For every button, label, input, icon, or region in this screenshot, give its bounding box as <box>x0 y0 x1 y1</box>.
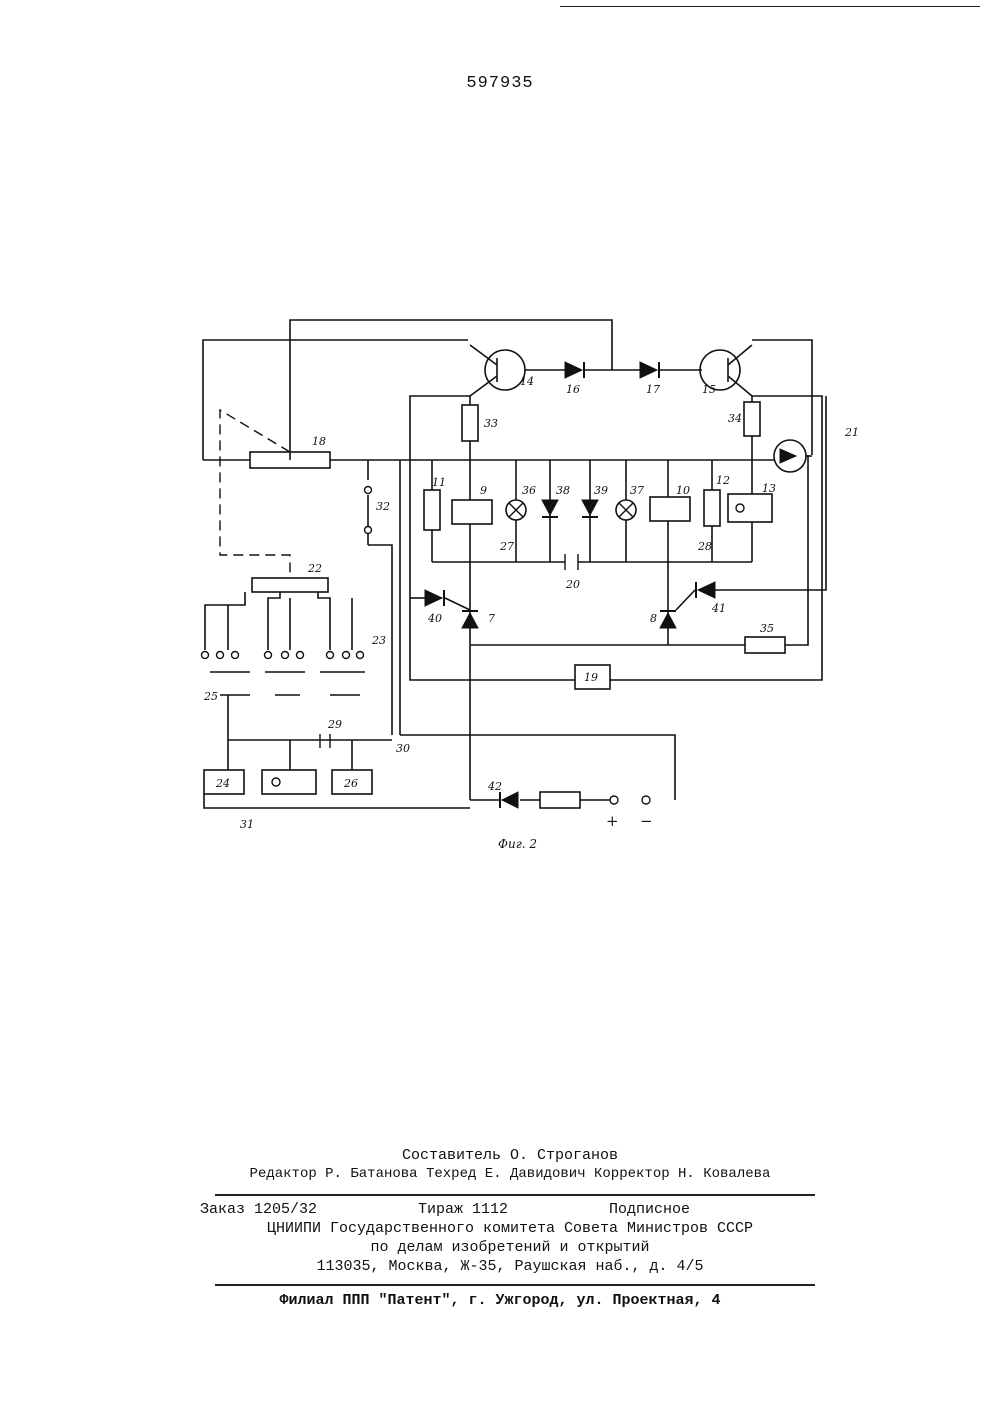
label-35: 35 <box>760 622 774 635</box>
figure-caption: Фиг. 2 <box>498 837 537 851</box>
label-34: 34 <box>728 412 742 425</box>
imprint-details: Заказ 1205/32 Тираж 1112 Подписное ЦНИИП… <box>200 1200 820 1276</box>
label-30: 30 <box>396 742 410 755</box>
rule-top <box>215 1194 815 1196</box>
label-39: 39 <box>594 484 608 497</box>
label-20: 20 <box>565 578 580 591</box>
label-22: 22 <box>307 562 322 575</box>
label-25: 25 <box>203 690 218 703</box>
label-41: 41 <box>711 602 726 615</box>
label-32: 32 <box>376 500 390 513</box>
label-33: 33 <box>484 417 498 430</box>
label-14: 14 <box>520 375 534 388</box>
label-15: 15 <box>702 383 716 396</box>
order-number: Заказ 1205/32 <box>200 1200 317 1219</box>
label-minus: − <box>640 812 653 830</box>
org-line-2: по делам изобретений и открытий <box>200 1238 820 1257</box>
label-17: 17 <box>646 383 660 396</box>
compiler-line: Составитель О. Строганов <box>200 1146 820 1165</box>
label-13: 13 <box>762 482 776 495</box>
label-16: 16 <box>566 383 580 396</box>
label-42: 42 <box>487 780 502 793</box>
label-40: 40 <box>427 612 442 625</box>
label-19: 19 <box>584 671 598 684</box>
label-12: 12 <box>716 474 730 487</box>
subscription: Подписное <box>609 1200 690 1219</box>
imprint-block: Составитель О. Строганов Редактор Р. Бат… <box>200 1146 820 1184</box>
label-26: 26 <box>343 777 358 790</box>
org-line-1: ЦНИИПИ Государственного комитета Совета … <box>200 1219 820 1238</box>
label-28: 28 <box>697 540 712 553</box>
circulation: Тираж 1112 <box>418 1200 508 1219</box>
label-31: 31 <box>240 818 254 831</box>
label-36: 36 <box>522 484 536 497</box>
editors-line: Редактор Р. Батанова Техред Е. Давидович… <box>200 1165 820 1184</box>
order-row: Заказ 1205/32 Тираж 1112 Подписное <box>200 1200 820 1219</box>
label-38: 38 <box>556 484 570 497</box>
label-plus: + <box>606 812 619 830</box>
label-21: 21 <box>844 426 859 439</box>
branch-line: Филиал ППП "Патент", г. Ужгород, ул. Про… <box>0 1292 1000 1309</box>
label-7: 7 <box>488 612 495 625</box>
label-10: 10 <box>676 484 690 497</box>
address-line: 113035, Москва, Ж-35, Раушская наб., д. … <box>200 1257 820 1276</box>
label-23: 23 <box>371 634 386 647</box>
label-9: 9 <box>480 484 487 497</box>
label-29: 29 <box>327 718 342 731</box>
circuit-diagram: 14 16 17 15 18 33 34 21 11 9 36 38 39 37… <box>0 0 1000 900</box>
label-24: 24 <box>215 777 230 790</box>
label-18: 18 <box>312 435 326 448</box>
label-37: 37 <box>630 484 644 497</box>
label-11: 11 <box>432 476 446 489</box>
rule-bottom <box>215 1284 815 1286</box>
label-27: 27 <box>499 540 514 553</box>
label-8: 8 <box>650 612 657 625</box>
